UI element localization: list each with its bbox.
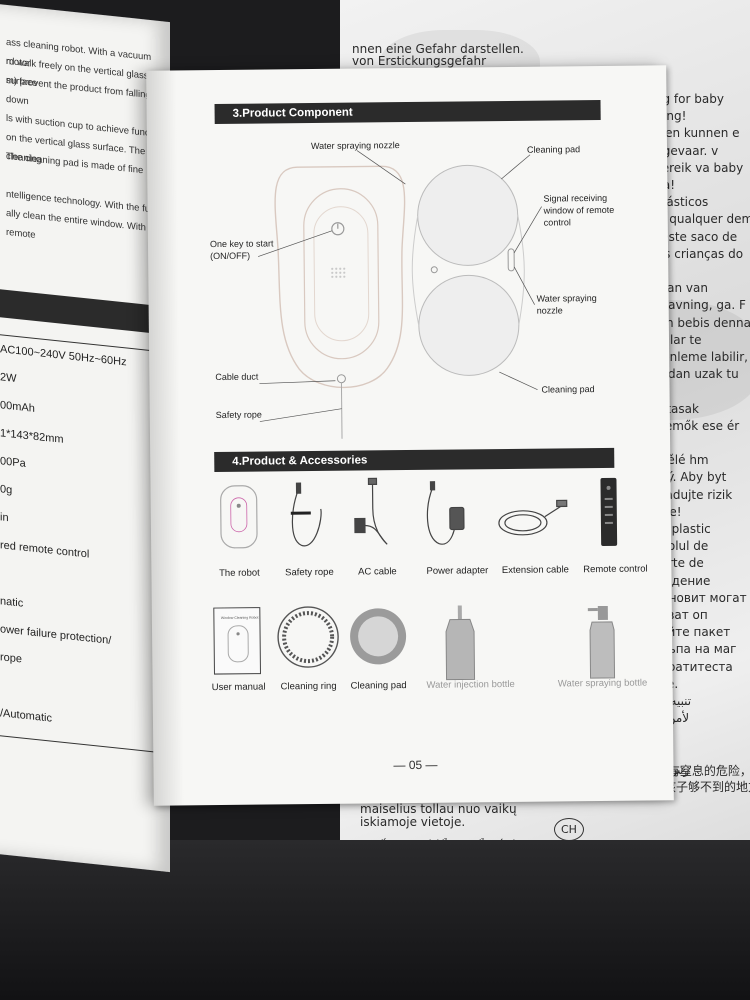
- label-cleaning-pad-bottom: Cleaning pad: [541, 384, 595, 395]
- accessory-caption: The robot: [219, 567, 260, 580]
- label-signal-window: Signal receiving window of remote contro…: [543, 192, 615, 228]
- bag-warning-text: CH: [554, 818, 584, 841]
- bag-warning-text: maiselius tollau nuo vaikų: [360, 802, 517, 816]
- robot-icon: [220, 485, 258, 549]
- section-title-product-accessories: 4.Product & Accessories: [214, 447, 615, 473]
- page-number: — 05 —: [393, 757, 438, 773]
- accessory-caption: Cleaning pad: [350, 680, 407, 692]
- bag-warning-text: nnen eine Gefahr darstellen.: [352, 42, 524, 56]
- accessory-caption: Remote control: [583, 563, 648, 576]
- label-one-key-start: One key to start (ON/OFF): [209, 238, 274, 262]
- water-injection-bottle-icon: [445, 605, 476, 681]
- left-section-bar: [0, 289, 170, 336]
- water-spraying-bottle-icon: [587, 605, 616, 679]
- accessory-caption: Power adapter: [426, 565, 489, 577]
- cleaning-ring-icon: [277, 606, 339, 668]
- accessory-caption: AC cable: [358, 566, 397, 578]
- label-safety-rope: Safety rope: [215, 409, 262, 421]
- bag-warning-text: von Erstickungsgefahr: [352, 54, 487, 68]
- accessory-caption: Water injection bottle: [426, 678, 515, 691]
- remote-control-icon: [600, 477, 618, 546]
- accessory-caption: Water spraying bottle: [557, 677, 648, 690]
- bag-warning-text: iskiamoje vietoje.: [360, 815, 466, 829]
- robot-front-diagram: [258, 150, 542, 439]
- label-cleaning-pad-top: Cleaning pad: [526, 144, 581, 155]
- accessory-icons-row2: [213, 605, 616, 681]
- label-cable-duct: Cable duct: [215, 371, 259, 383]
- user-manual-icon: [213, 607, 261, 675]
- extension-cable-icon: [498, 499, 568, 536]
- cleaning-pad-icon: [350, 608, 407, 665]
- power-adapter-icon: [426, 481, 465, 545]
- accessory-caption: Extension cable: [501, 564, 570, 577]
- accessory-icons-row1: [220, 477, 618, 549]
- manual-page: 3.Product Component Water spraying nozzl…: [146, 65, 674, 806]
- safety-rope-icon: [290, 482, 322, 547]
- label-water-nozzle-top: Water spraying nozzle: [310, 140, 400, 152]
- ac-cable-icon: [354, 477, 388, 545]
- user-manual-cover-text: Window Cleaning Robot: [220, 615, 259, 620]
- label-water-nozzle-right: Water spraying nozzle: [536, 293, 597, 316]
